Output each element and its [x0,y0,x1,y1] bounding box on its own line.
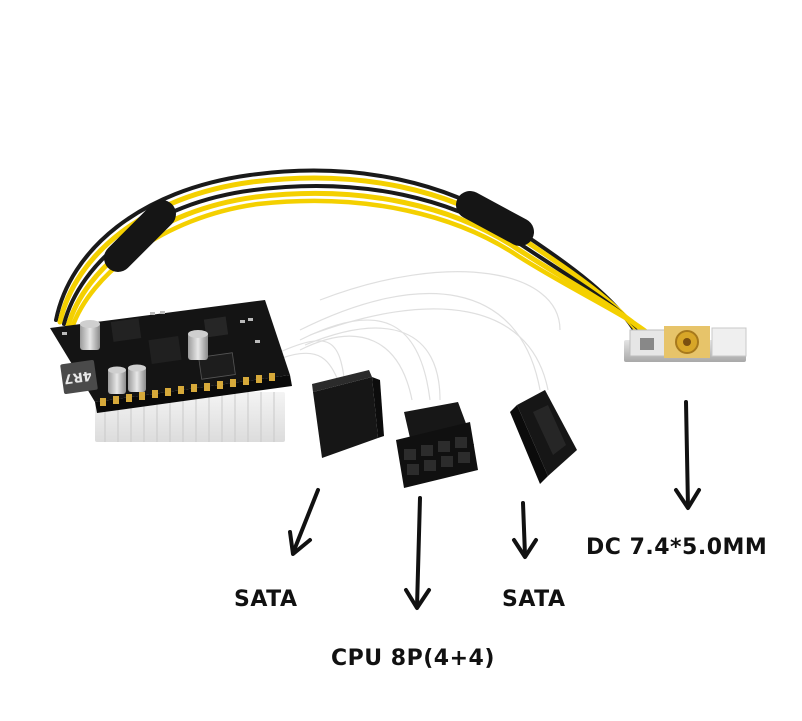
inductor-marking: 4R7 [63,367,93,386]
arrow-sata-left [288,488,320,556]
capacitors [80,320,208,394]
arrow-dc [674,400,701,510]
dc-jack [624,326,747,362]
power-cable [54,168,659,343]
pico-psu-module: 4R7 [50,300,292,442]
cpu-8p-connector [396,402,478,488]
label-sata-right: SATA [502,587,566,612]
sata-connector-right [510,390,577,484]
arrow-sata-right [512,501,538,559]
sata-connector-left [312,370,384,458]
arrow-cpu [404,496,431,610]
arrows [288,400,701,610]
thin-wires [279,271,561,401]
label-cpu-8p: CPU 8P(4+4) [331,646,495,671]
label-sata-left: SATA [234,587,298,612]
label-dc-jack: DC 7.4*5.0MM [586,535,768,560]
